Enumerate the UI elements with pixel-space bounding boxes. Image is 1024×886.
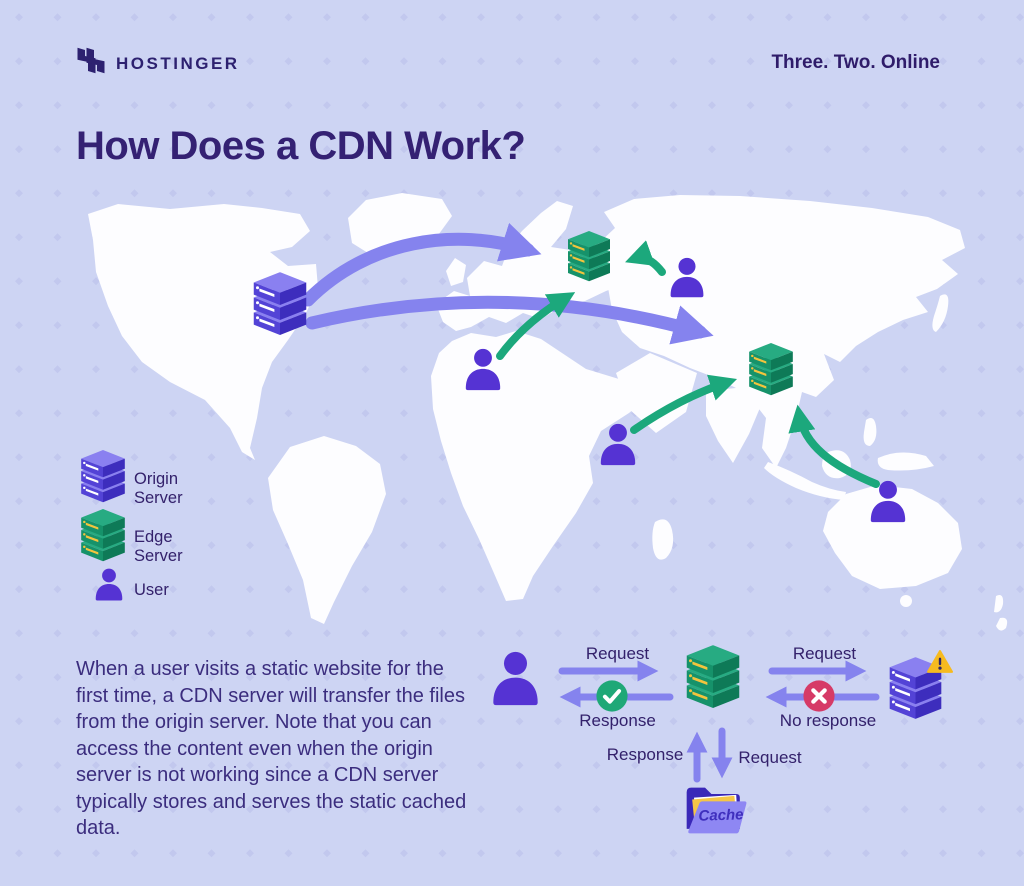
brand-name: HOSTINGER [116, 54, 240, 73]
label-request-edge-origin: Request [792, 644, 857, 663]
description-paragraph: When a user visits a static website for … [76, 658, 467, 839]
arrow-australia-user-to-asia-edge [788, 404, 880, 488]
legend-label-edge-server: Edge Server [134, 528, 183, 565]
island-tasmania [900, 595, 912, 607]
cache-folder-label: Cache [698, 806, 744, 825]
continent-north-america [88, 204, 318, 460]
origin-server-icon [78, 450, 128, 503]
region-india [706, 387, 762, 463]
user-icon-russia [666, 257, 708, 298]
user-icon-africa-east [596, 423, 640, 466]
flow-user-icon [487, 651, 544, 706]
origin-server-icon [250, 272, 310, 336]
edge-server-asia-icon [746, 343, 796, 396]
continent-south-america [268, 436, 386, 624]
edge-server-europe-icon [565, 231, 613, 282]
hostinger-h-icon [76, 46, 106, 75]
arrow-origin-to-europe-edge [301, 222, 542, 307]
check-icon [595, 679, 629, 713]
user-icon [92, 568, 126, 601]
edge-server-icon [78, 509, 128, 562]
user-icon-africa-west [461, 348, 505, 391]
arrow-east-africa-user-to-asia-edge [630, 374, 738, 434]
page-title: How Does a CDN Work? [76, 124, 526, 168]
island-madagascar [652, 519, 674, 560]
island-new-guinea [877, 452, 934, 471]
island-uk [446, 258, 466, 286]
arrow-russia-user-to-europe-edge [625, 240, 666, 276]
legend-label-origin-server: Origin Server [134, 470, 183, 507]
region-arabia [616, 353, 697, 433]
label-request-edge-cache: Request [738, 748, 802, 767]
island-japan [932, 294, 949, 332]
flow-edge-server-icon [683, 645, 743, 709]
tagline: Three. Two. Online [771, 52, 940, 73]
island-philippines [863, 418, 877, 446]
island-new-zealand [994, 595, 1008, 631]
user-icon-australia [866, 480, 910, 523]
legend-label-user: User [134, 581, 169, 599]
label-response-cache-edge: Response [606, 745, 684, 764]
label-no-response-origin-edge: No response [779, 711, 877, 730]
islands-indonesia [764, 462, 846, 500]
label-request-user-edge: Request [585, 644, 650, 663]
warning-icon [927, 649, 953, 675]
arrow-origin-to-asia-edge [305, 295, 714, 345]
continent-australia [823, 485, 962, 589]
continent-africa [431, 331, 653, 601]
label-response-edge-user: Response [579, 711, 656, 730]
arrow-africa-user-to-europe-edge [496, 292, 576, 360]
cross-icon [802, 679, 836, 713]
